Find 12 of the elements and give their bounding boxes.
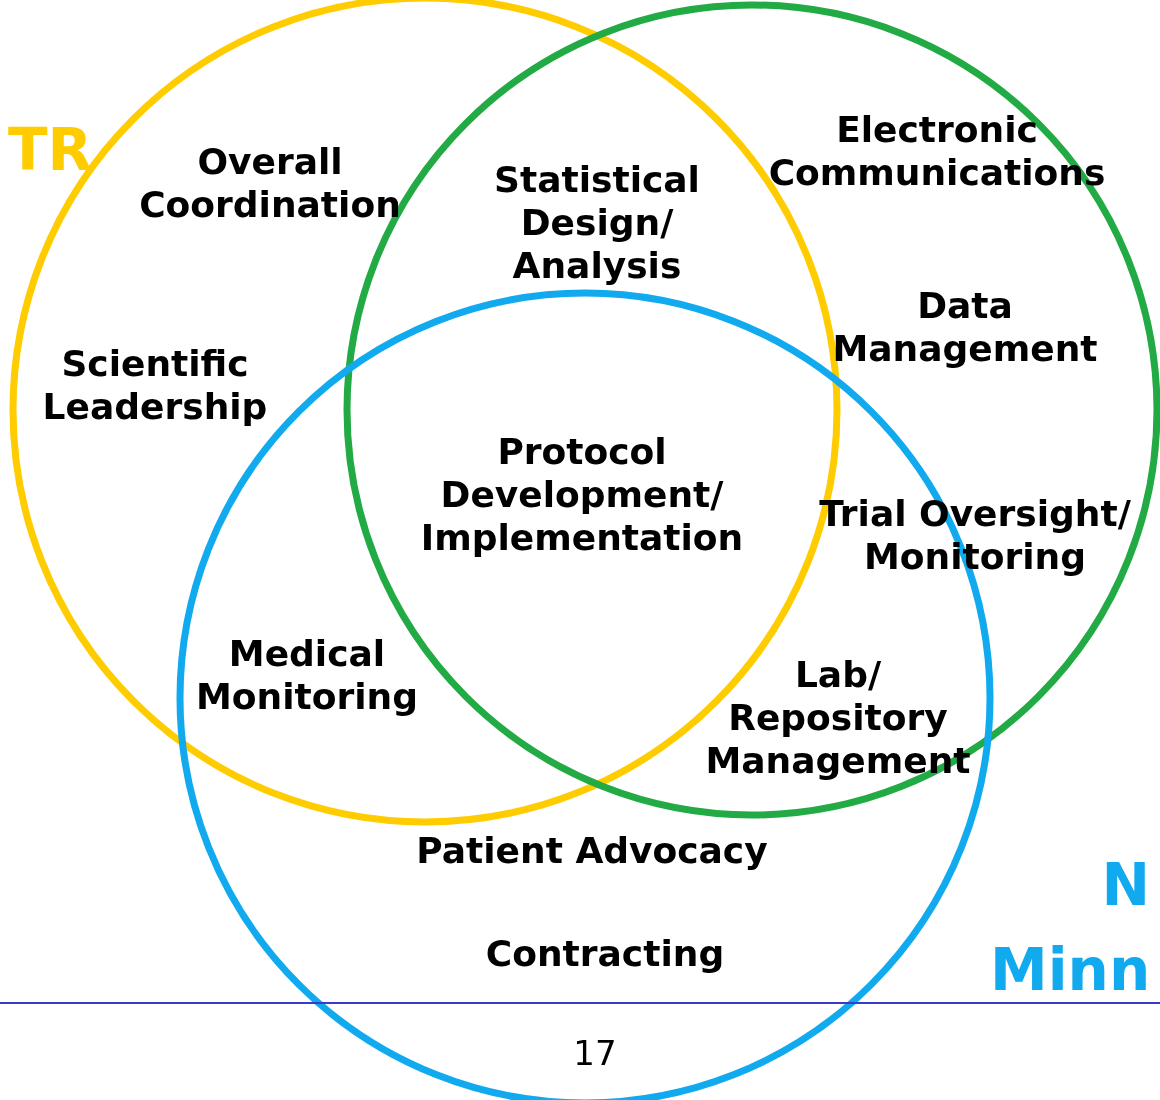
side-label: N <box>1100 853 1150 917</box>
region-label: Scientific Leadership <box>41 342 269 428</box>
side-label: TR <box>8 118 88 182</box>
side-label: Minn <box>990 938 1150 1002</box>
page-number: 17 <box>572 1031 618 1075</box>
region-label: Protocol Development/ Implementation <box>419 429 745 559</box>
region-label: Data Management <box>831 284 1099 370</box>
region-label: Contracting <box>484 931 726 975</box>
region-label: Overall Coordination <box>138 140 402 226</box>
region-label: Statistical Design/ Analysis <box>493 157 701 287</box>
region-label: Patient Advocacy <box>415 828 769 872</box>
region-label: Medical Monitoring <box>195 632 419 718</box>
